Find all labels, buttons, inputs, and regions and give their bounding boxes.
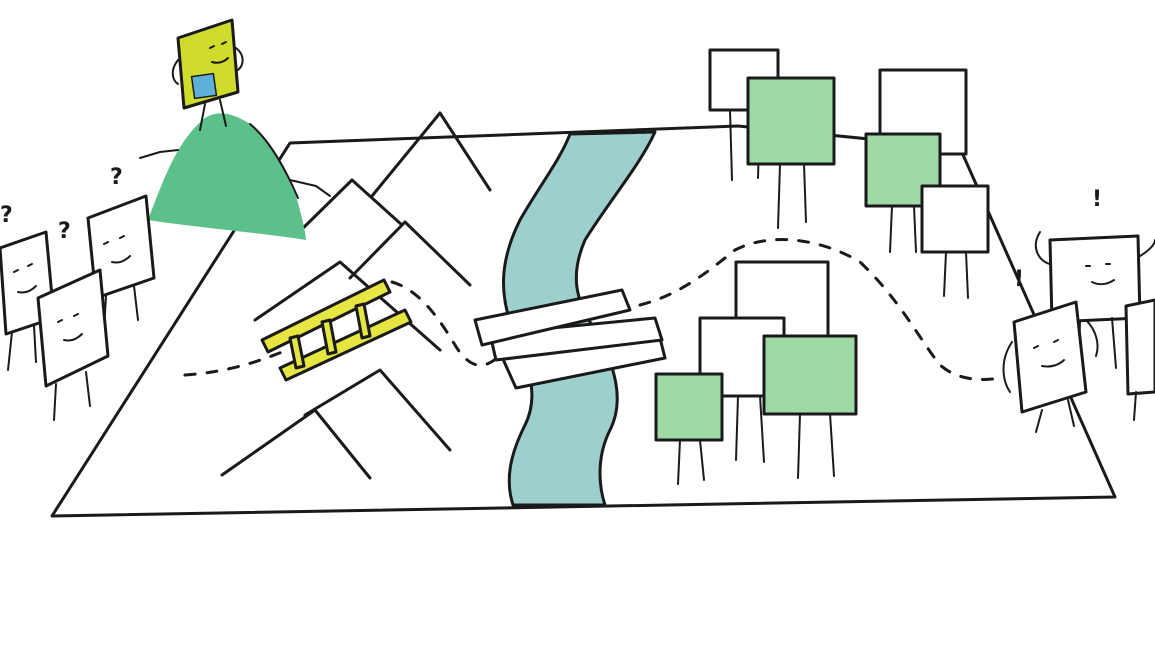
exclamation-mark: ! [1092,187,1102,212]
team-center [654,260,858,485]
team-top-right [708,48,990,299]
excited-group: ! ! [1002,187,1155,433]
confused-group: ? ? ? [0,165,156,421]
leader-character [139,18,331,197]
question-mark: ? [58,219,71,244]
map-badge-icon [190,72,218,100]
summit-hill [148,113,306,240]
question-mark: ? [0,203,13,228]
exclamation-mark: ! [1014,267,1024,292]
question-mark: ? [110,165,123,190]
ladder [260,278,413,382]
dashed-route [183,238,1002,381]
bridge [473,288,667,390]
mountain-range [220,111,492,480]
